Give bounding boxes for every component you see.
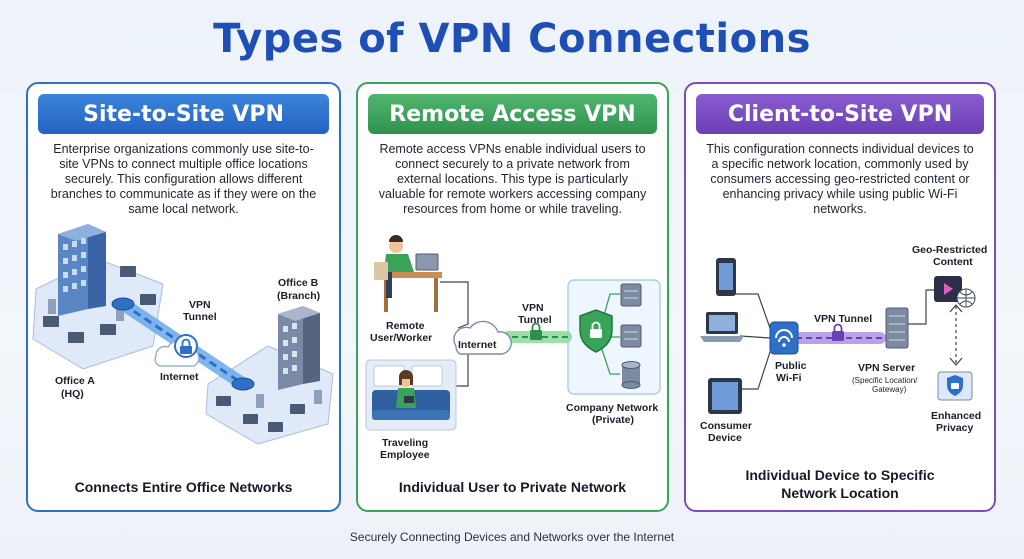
traveling-sub-label: Employee — [380, 449, 430, 461]
lock-icon — [832, 323, 844, 341]
remote-user-sub-label: User/Worker — [370, 332, 433, 344]
company-network-label: Company Network — [566, 402, 659, 414]
internet-cloud-icon — [453, 320, 512, 355]
vpn-tunnel-label: VPN Tunnel — [814, 313, 873, 325]
consumer-device-icon — [708, 378, 742, 414]
privacy-shield-icon — [937, 371, 973, 401]
traveling-employee-icon — [365, 359, 457, 431]
privacy-sub-label: Privacy — [936, 422, 974, 434]
remote-user-label: Remote — [386, 320, 425, 332]
remote-access-heading: Remote Access VPN — [368, 94, 657, 134]
wifi-sub-label: Wi-Fi — [776, 372, 802, 384]
remote-access-summary: Individual User to Private Network — [398, 479, 627, 495]
site-to-site-heading: Site-to-Site VPN — [38, 94, 329, 134]
footer-caption: Securely Connecting Devices and Networks… — [349, 530, 675, 544]
tunnel-label: Tunnel — [183, 311, 217, 323]
branch-building-icon — [278, 306, 320, 390]
vpn-label: VPN — [189, 299, 211, 311]
client-to-site-summary-line-1: Individual Device to Specific — [745, 467, 935, 483]
vpn-server-label: VPN Server — [858, 362, 916, 374]
vpn-server-sub-label-2: Gateway) — [872, 385, 907, 394]
wifi-label: Public — [775, 360, 807, 372]
office-a-sub-label: (HQ) — [61, 388, 84, 400]
remote-worker-icon — [374, 235, 442, 312]
office-b-sub-label: (Branch) — [277, 290, 321, 302]
laptop-icon — [700, 312, 744, 342]
hq-building-icon — [58, 224, 106, 316]
office-a-label: Office A — [55, 375, 95, 387]
vpn-label: VPN — [522, 302, 544, 314]
vpn-server-sub-label-1: (Specific Location/ — [852, 376, 918, 385]
client-to-site-diagram — [700, 258, 976, 414]
client-to-site-description: This configuration connects individual d… — [706, 142, 974, 216]
database-icon — [621, 361, 641, 389]
lock-icon — [174, 334, 198, 358]
geo-label: Geo-Restricted — [912, 244, 988, 256]
vpn-server-icon — [885, 307, 909, 349]
privacy-label: Enhanced — [931, 410, 982, 422]
remote-access-description: Remote access VPNs enable individual use… — [378, 142, 647, 216]
site-to-site-diagram — [32, 224, 334, 445]
branch-computer-icons — [216, 396, 305, 432]
consumer-sub-label: Device — [708, 432, 742, 444]
internet-label: Internet — [160, 371, 199, 383]
branch-router-icon — [231, 377, 255, 391]
site-to-site-summary: Connects Entire Office Networks — [74, 479, 293, 495]
client-to-site-summary: Individual Device to Specific Network Lo… — [696, 466, 984, 502]
consumer-label: Consumer — [700, 420, 752, 432]
traveling-label: Traveling — [382, 437, 429, 449]
tunnel-label: Tunnel — [518, 314, 552, 326]
smartphone-icon — [716, 258, 736, 296]
hq-computer-icons — [43, 266, 156, 343]
client-to-site-heading: Client-to-Site VPN — [696, 94, 984, 134]
internet-label: Internet — [458, 339, 497, 351]
company-network-sub-label: (Private) — [592, 414, 635, 426]
geo-content-icon — [934, 276, 976, 308]
wifi-icon — [769, 321, 799, 355]
client-to-site-panel: Client-to-Site VPN This configuration co… — [684, 82, 996, 512]
geo-sub-label: Content — [933, 256, 973, 268]
server-icons — [620, 283, 642, 348]
site-to-site-panel: Site-to-Site VPN Enterprise organization… — [26, 82, 341, 512]
client-to-site-summary-line-2: Network Location — [781, 485, 899, 501]
site-to-site-description: Enterprise organizations commonly use si… — [50, 142, 317, 216]
hq-router-icon — [111, 297, 135, 311]
remote-access-diagram — [365, 235, 661, 431]
lock-icon — [530, 322, 542, 340]
office-b-label: Office B — [278, 277, 319, 289]
page-title: Types of VPN Connections — [213, 16, 811, 62]
shield-icon — [579, 309, 613, 353]
remote-access-panel: Remote Access VPN Remote access VPNs ena… — [356, 82, 669, 512]
